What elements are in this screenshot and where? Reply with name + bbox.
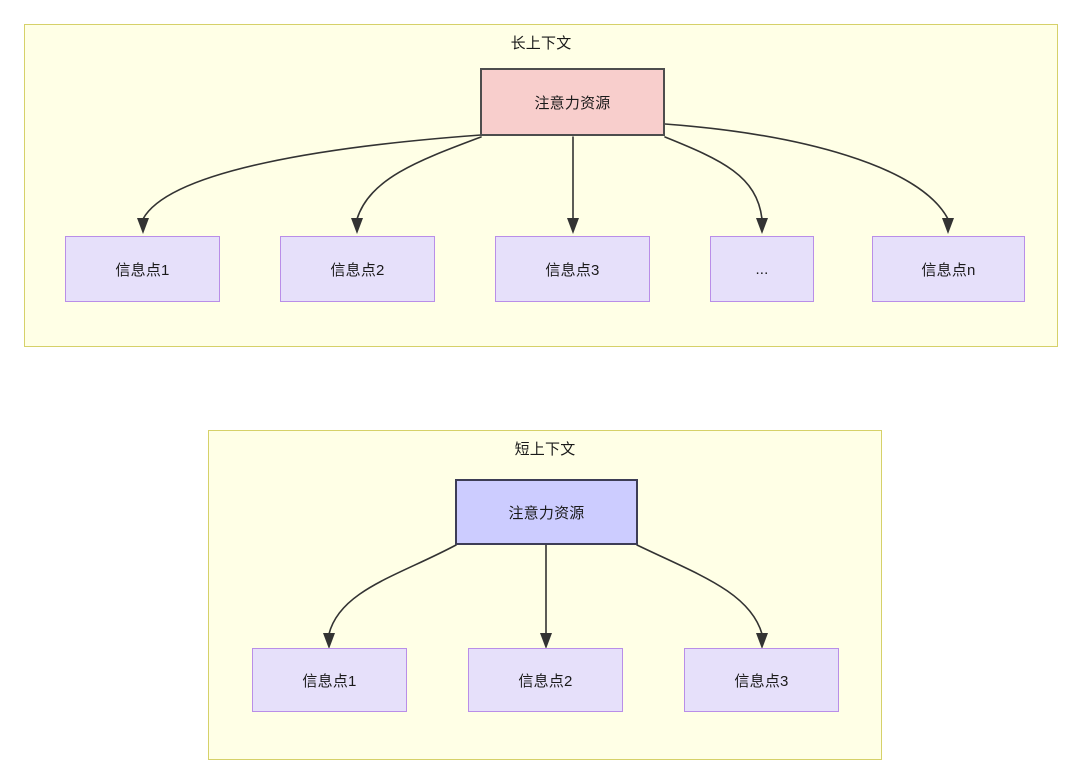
node-info-point-2-short-label: 信息点2 bbox=[518, 672, 573, 690]
node-info-point-1-long[interactable]: 信息点1 bbox=[65, 236, 220, 302]
node-info-point-n-long-label: 信息点n bbox=[921, 261, 976, 279]
node-info-point-ellipsis-long[interactable]: ... bbox=[710, 236, 814, 302]
node-attention-resource-short-label: 注意力资源 bbox=[508, 504, 585, 522]
node-info-point-2-long[interactable]: 信息点2 bbox=[280, 236, 435, 302]
node-info-point-1-short[interactable]: 信息点1 bbox=[252, 648, 407, 712]
node-attention-resource-short[interactable]: 注意力资源 bbox=[455, 479, 638, 545]
panel-short-context-title: 短上下文 bbox=[514, 441, 576, 458]
node-info-point-1-long-label: 信息点1 bbox=[115, 261, 170, 279]
node-info-point-n-long[interactable]: 信息点n bbox=[872, 236, 1025, 302]
node-info-point-2-short[interactable]: 信息点2 bbox=[468, 648, 623, 712]
node-attention-resource-long[interactable]: 注意力资源 bbox=[480, 68, 665, 136]
node-attention-resource-long-label: 注意力资源 bbox=[534, 94, 611, 112]
node-info-point-1-short-label: 信息点1 bbox=[302, 672, 357, 690]
node-info-point-3-long[interactable]: 信息点3 bbox=[495, 236, 650, 302]
panel-long-context-title: 长上下文 bbox=[510, 35, 572, 52]
node-info-point-3-long-label: 信息点3 bbox=[545, 261, 600, 279]
node-info-point-2-long-label: 信息点2 bbox=[330, 261, 385, 279]
node-info-point-ellipsis-long-label: ... bbox=[755, 260, 769, 278]
node-info-point-3-short-label: 信息点3 bbox=[734, 672, 789, 690]
node-info-point-3-short[interactable]: 信息点3 bbox=[684, 648, 839, 712]
